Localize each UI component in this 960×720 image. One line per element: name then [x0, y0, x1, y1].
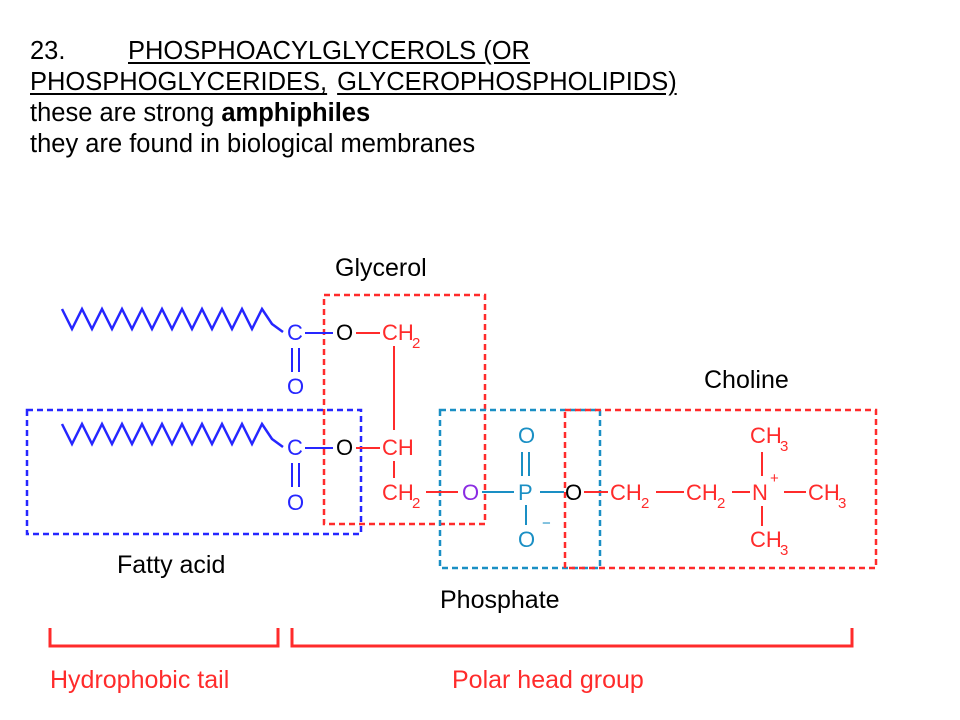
heading-line-1: 23. PHOSPHOACYLGLYCEROLS (OR	[30, 36, 677, 67]
phosphate-ester-oxygen: O	[565, 480, 582, 505]
amphiphiles-term: amphiphiles	[221, 99, 371, 127]
glycerol-ch2-top: CH	[382, 320, 414, 345]
choline-charge: +	[770, 470, 779, 487]
phosphate-oxygen-top: O	[518, 423, 535, 448]
glycerol-ch2-top-subscript: 2	[412, 335, 420, 352]
polar-head-bracket	[290, 628, 854, 648]
choline-ch3-bottom-subscript: 3	[780, 542, 788, 559]
slide-heading: 23. PHOSPHOACYLGLYCEROLS (OR PHOSPHOGLYCE…	[30, 36, 677, 160]
hydrophobic-tail-label: Hydrophobic tail	[50, 666, 229, 694]
choline-ch2-1-subscript: 2	[641, 495, 649, 512]
choline-ch3-top: CH	[750, 423, 782, 448]
heading-title-part2b: GLYCEROPHOSPHOLIPIDS)	[337, 68, 677, 96]
choline-ch2-2-subscript: 2	[717, 495, 725, 512]
line3-text: these are strong	[30, 99, 222, 127]
choline-ch3-right: CH	[808, 480, 840, 505]
line4-text: they are found in biological membranes	[30, 130, 476, 158]
heading-title-part2a: PHOSPHOGLYCERIDES,	[30, 68, 328, 96]
choline-ch3-right-subscript: 3	[838, 495, 846, 512]
fatty-acid-chain-top	[60, 306, 284, 334]
choline-ch2-1: CH	[610, 480, 642, 505]
choline-label: Choline	[704, 366, 789, 394]
choline-nitrogen: N	[752, 480, 768, 505]
glycerol-ch: CH	[382, 435, 414, 460]
heading-line-2: PHOSPHOGLYCERIDES, GLYCEROPHOSPHOLIPIDS)	[30, 67, 677, 98]
glycerol-ch2-bottom: CH	[382, 480, 414, 505]
ester-oxygen-bottom: O	[336, 435, 353, 460]
ester-oxygen-top: O	[336, 320, 353, 345]
carbonyl-oxygen-bottom: O	[287, 490, 304, 515]
ester-carbon-bottom: C	[287, 435, 303, 460]
heading-line-4: they are found in biological membranes	[30, 129, 677, 160]
phosphate-label: Phosphate	[440, 586, 560, 614]
phosphate-oxygen-bottom: O	[518, 527, 535, 552]
linking-oxygen: O	[462, 480, 479, 505]
choline-ch3-top-subscript: 3	[780, 438, 788, 455]
polar-head-group-label: Polar head group	[452, 666, 644, 694]
choline-ch2-2: CH	[686, 480, 718, 505]
heading-title-part1: PHOSPHOACYLGLYCEROLS (OR	[128, 37, 530, 65]
choline-ch3-bottom: CH	[750, 527, 782, 552]
hydrophobic-tail-bracket	[48, 628, 280, 648]
carbonyl-oxygen-top: O	[287, 374, 304, 399]
phosphate-box	[438, 408, 602, 570]
heading-line-3: these are strong amphiphiles	[30, 98, 677, 129]
phosphorus-atom: P	[518, 480, 533, 505]
glycerol-ch2-bottom-subscript: 2	[412, 495, 420, 512]
ester-carbon-top: C	[287, 320, 303, 345]
fatty-acid-box	[25, 408, 363, 536]
phosphate-charge: −	[542, 515, 551, 532]
choline-box	[563, 408, 878, 570]
fatty-acid-label: Fatty acid	[117, 551, 225, 579]
fatty-acid-chain-bottom	[60, 421, 284, 449]
glycerol-label: Glycerol	[335, 254, 427, 282]
heading-number: 23.	[30, 37, 66, 65]
